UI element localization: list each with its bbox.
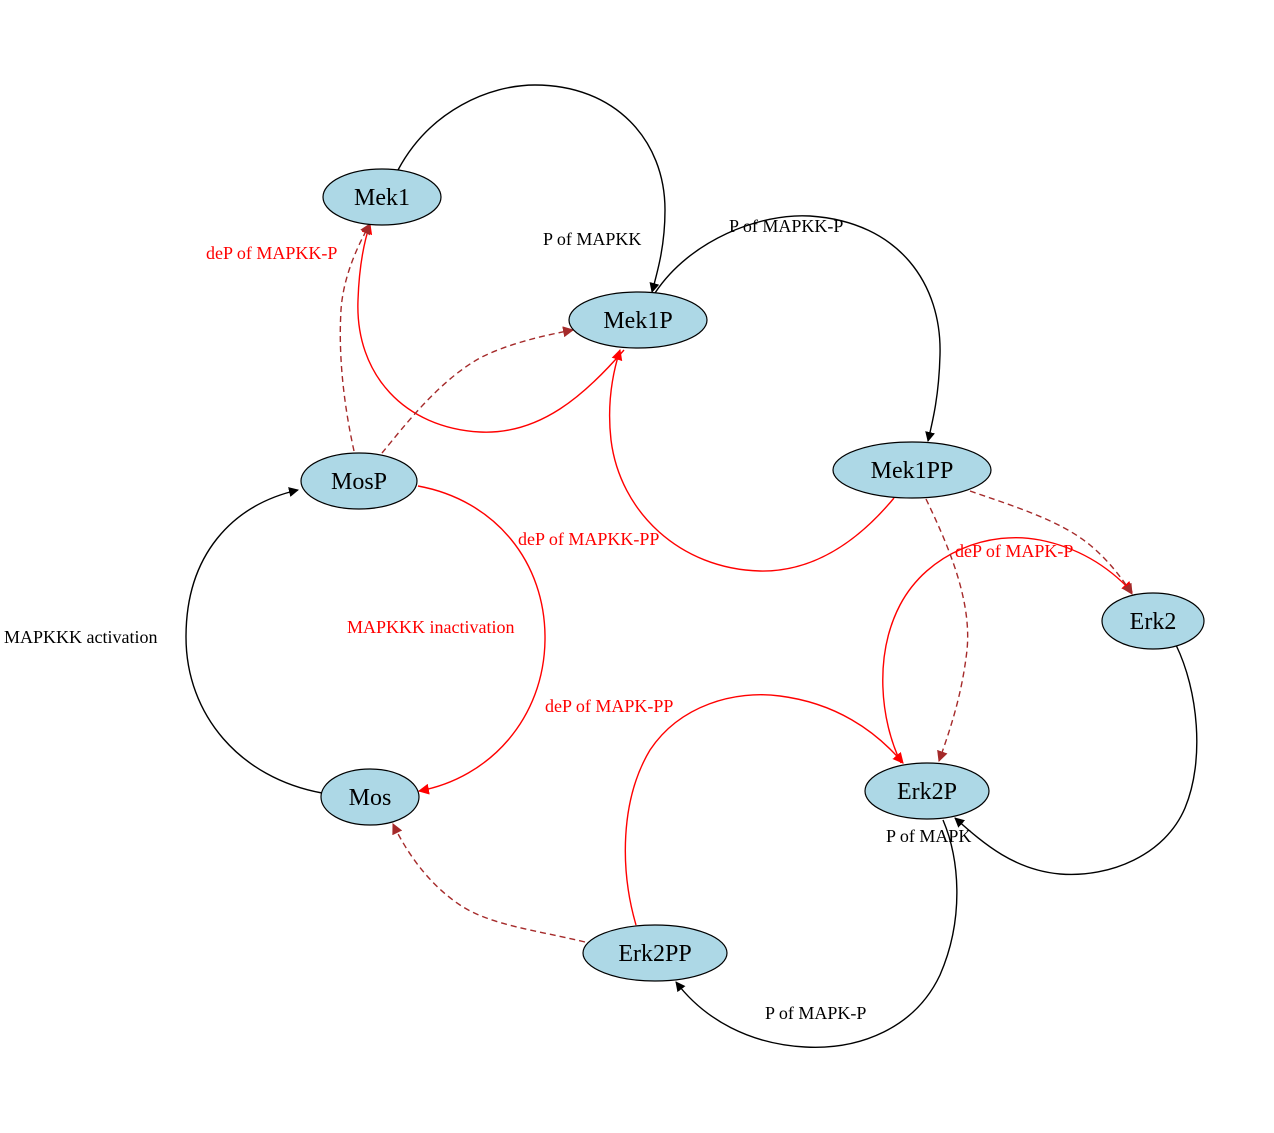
edge-mos-to-mosp: [185, 487, 323, 794]
edge-mosp-to-mek1p-catalysis: [381, 326, 575, 454]
node-label-mek1p: Mek1P: [603, 308, 672, 334]
edge-mosp-to-mos: [417, 485, 546, 795]
node-mos[interactable]: Mos: [320, 768, 420, 826]
node-mek1p[interactable]: Mek1P: [568, 291, 708, 349]
edges: [185, 84, 1198, 1048]
edge-erk2p-to-erk2: [882, 536, 1133, 764]
node-label-mek1pp: Mek1PP: [871, 458, 954, 484]
edge-erk2-to-erk2p: [954, 644, 1198, 876]
edge-mek1pp-to-erk2-catalysis: [969, 490, 1133, 595]
node-mek1pp[interactable]: Mek1PP: [832, 441, 992, 499]
node-label-mosp: MosP: [331, 469, 387, 495]
label-p-of-mapkk-p: P of MAPKK-P: [729, 216, 843, 236]
edge-mek1p-to-mek1: [357, 222, 625, 433]
label-mapkkk-inactivation: MAPKKK inactivation: [347, 617, 514, 637]
label-p-of-mapk: P of MAPK: [886, 826, 971, 846]
node-label-mek1: Mek1: [354, 185, 410, 211]
edge-erk2pp-to-erk2p: [624, 694, 904, 926]
label-p-of-mapkk: P of MAPKK: [543, 229, 641, 249]
node-mek1[interactable]: Mek1: [322, 168, 442, 226]
node-mosp[interactable]: MosP: [300, 452, 418, 510]
node-label-erk2p: Erk2P: [897, 779, 957, 805]
edge-mek1p-to-mek1pp: [654, 215, 941, 442]
edge-mek1pp-to-erk2p-catalysis: [925, 498, 969, 763]
edge-mosp-to-mek1-catalysis: [339, 223, 371, 452]
label-dep-of-mapk-p: deP of MAPK-P: [955, 541, 1073, 561]
edge-erk2p-to-erk2pp: [675, 819, 958, 1048]
node-erk2[interactable]: Erk2: [1101, 592, 1205, 650]
node-erk2p[interactable]: Erk2P: [864, 762, 990, 820]
edge-erk2pp-to-mos-catalysis: [392, 823, 586, 943]
nodes: Mek1 Mek1P Mek1PP MosP Mos Erk2 Erk2P E: [300, 168, 1205, 982]
label-dep-of-mapkk-p: deP of MAPKK-P: [206, 243, 337, 263]
label-mapkkk-activation: MAPKKK activation: [4, 627, 157, 647]
node-label-erk2: Erk2: [1130, 609, 1177, 635]
label-p-of-mapk-p: P of MAPK-P: [765, 1003, 866, 1023]
edge-mek1pp-to-mek1p: [608, 348, 895, 572]
node-erk2pp[interactable]: Erk2PP: [582, 924, 728, 982]
label-dep-of-mapkk-pp: deP of MAPKK-PP: [518, 529, 659, 549]
edge-labels: P of MAPKK P of MAPKK-P deP of MAPKK-P d…: [4, 216, 1073, 1023]
node-label-mos: Mos: [349, 785, 392, 811]
node-label-erk2pp: Erk2PP: [618, 941, 691, 967]
edge-mek1-to-mek1p: [397, 84, 666, 293]
label-dep-of-mapk-pp: deP of MAPK-PP: [545, 696, 673, 716]
